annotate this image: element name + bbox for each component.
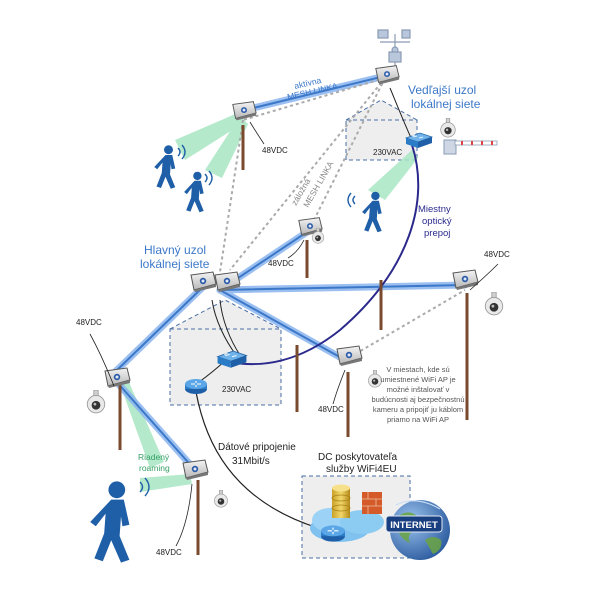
data-connection-label-2: 31Mbit/s [232,456,270,467]
data-cable [195,391,319,529]
wifi-ap-icon [182,459,209,481]
note-line-6: priamo na WiFi AP [387,415,449,424]
barrier-gate-icon [443,139,498,155]
router-icon [184,378,208,394]
camera-icon [440,118,456,138]
mesh-links-core [114,75,466,471]
note-line-2: umiestnené WiFi AP je [380,375,455,384]
power-label-230vac: 230VAC [373,148,402,157]
internet-badge: INTERNET [385,515,443,533]
optical-label-1: Miestny [418,204,451,215]
note-line-5: kameru a pripojiť ju káblom [373,405,463,414]
camera-icon [86,390,106,414]
power-label-48vdc: 48VDC [76,318,102,327]
neighbor-node-enclosure [345,99,418,161]
data-connection-label-1: Dátové pripojenie [218,442,296,453]
person-icon [154,145,176,189]
power-label-48vdc: 48VDC [484,250,510,259]
person-icon [90,481,130,563]
note-line-1: V miestach, kde sú [386,365,449,374]
roaming-label-2: roaming [139,463,170,473]
optical-label-2: optický [422,216,452,227]
wifi-ap-icon [336,345,363,367]
database-icon [331,484,351,518]
power-label-230vac: 230VAC [222,385,251,394]
power-label-48vdc: 48VDC [318,405,344,414]
wifi-coverage [120,112,418,492]
power-label-48vdc: 48VDC [262,146,288,155]
router-icon [320,524,346,542]
optical-label-3: prepoj [424,228,450,239]
main-node-label-2: lokálnej siete [140,257,210,271]
wifi-ap-icon [452,269,479,291]
camera-icon [484,292,504,316]
datacenter-label-2: služby WiFi4EU [326,464,397,475]
camera-icon [214,490,228,508]
note-line-4: budúcnosti aj bezpečnostnú [372,395,465,404]
main-node-label-1: Hlavný uzol [144,243,206,257]
power-leader-lines [89,121,499,547]
neighbor-node-label-2: lokálnej siete [411,97,481,111]
power-label-48vdc: 48VDC [156,548,182,557]
person-icon [184,171,204,213]
poles [118,125,469,555]
power-label-48vdc: 48VDC [268,259,294,268]
backup-mesh-links [219,77,466,361]
internet-label: INTERNET [390,520,438,531]
datacenter-label-1: DC poskytovateľa [318,452,398,463]
weather-station-icon [377,29,411,66]
optical-link [229,144,420,366]
wifi-ap-icon [375,65,400,85]
firewall-icon [362,492,382,514]
note-line-3: možné inštalovať v [387,385,450,394]
roaming-label-1: Riadený [138,452,170,462]
person-icon [362,191,382,233]
wifi-ap-icon [190,271,217,293]
neighbor-node-cabling [389,87,413,141]
wifi-waves [139,144,356,497]
neighbor-node-label-1: Vedľajší uzol [408,83,476,97]
